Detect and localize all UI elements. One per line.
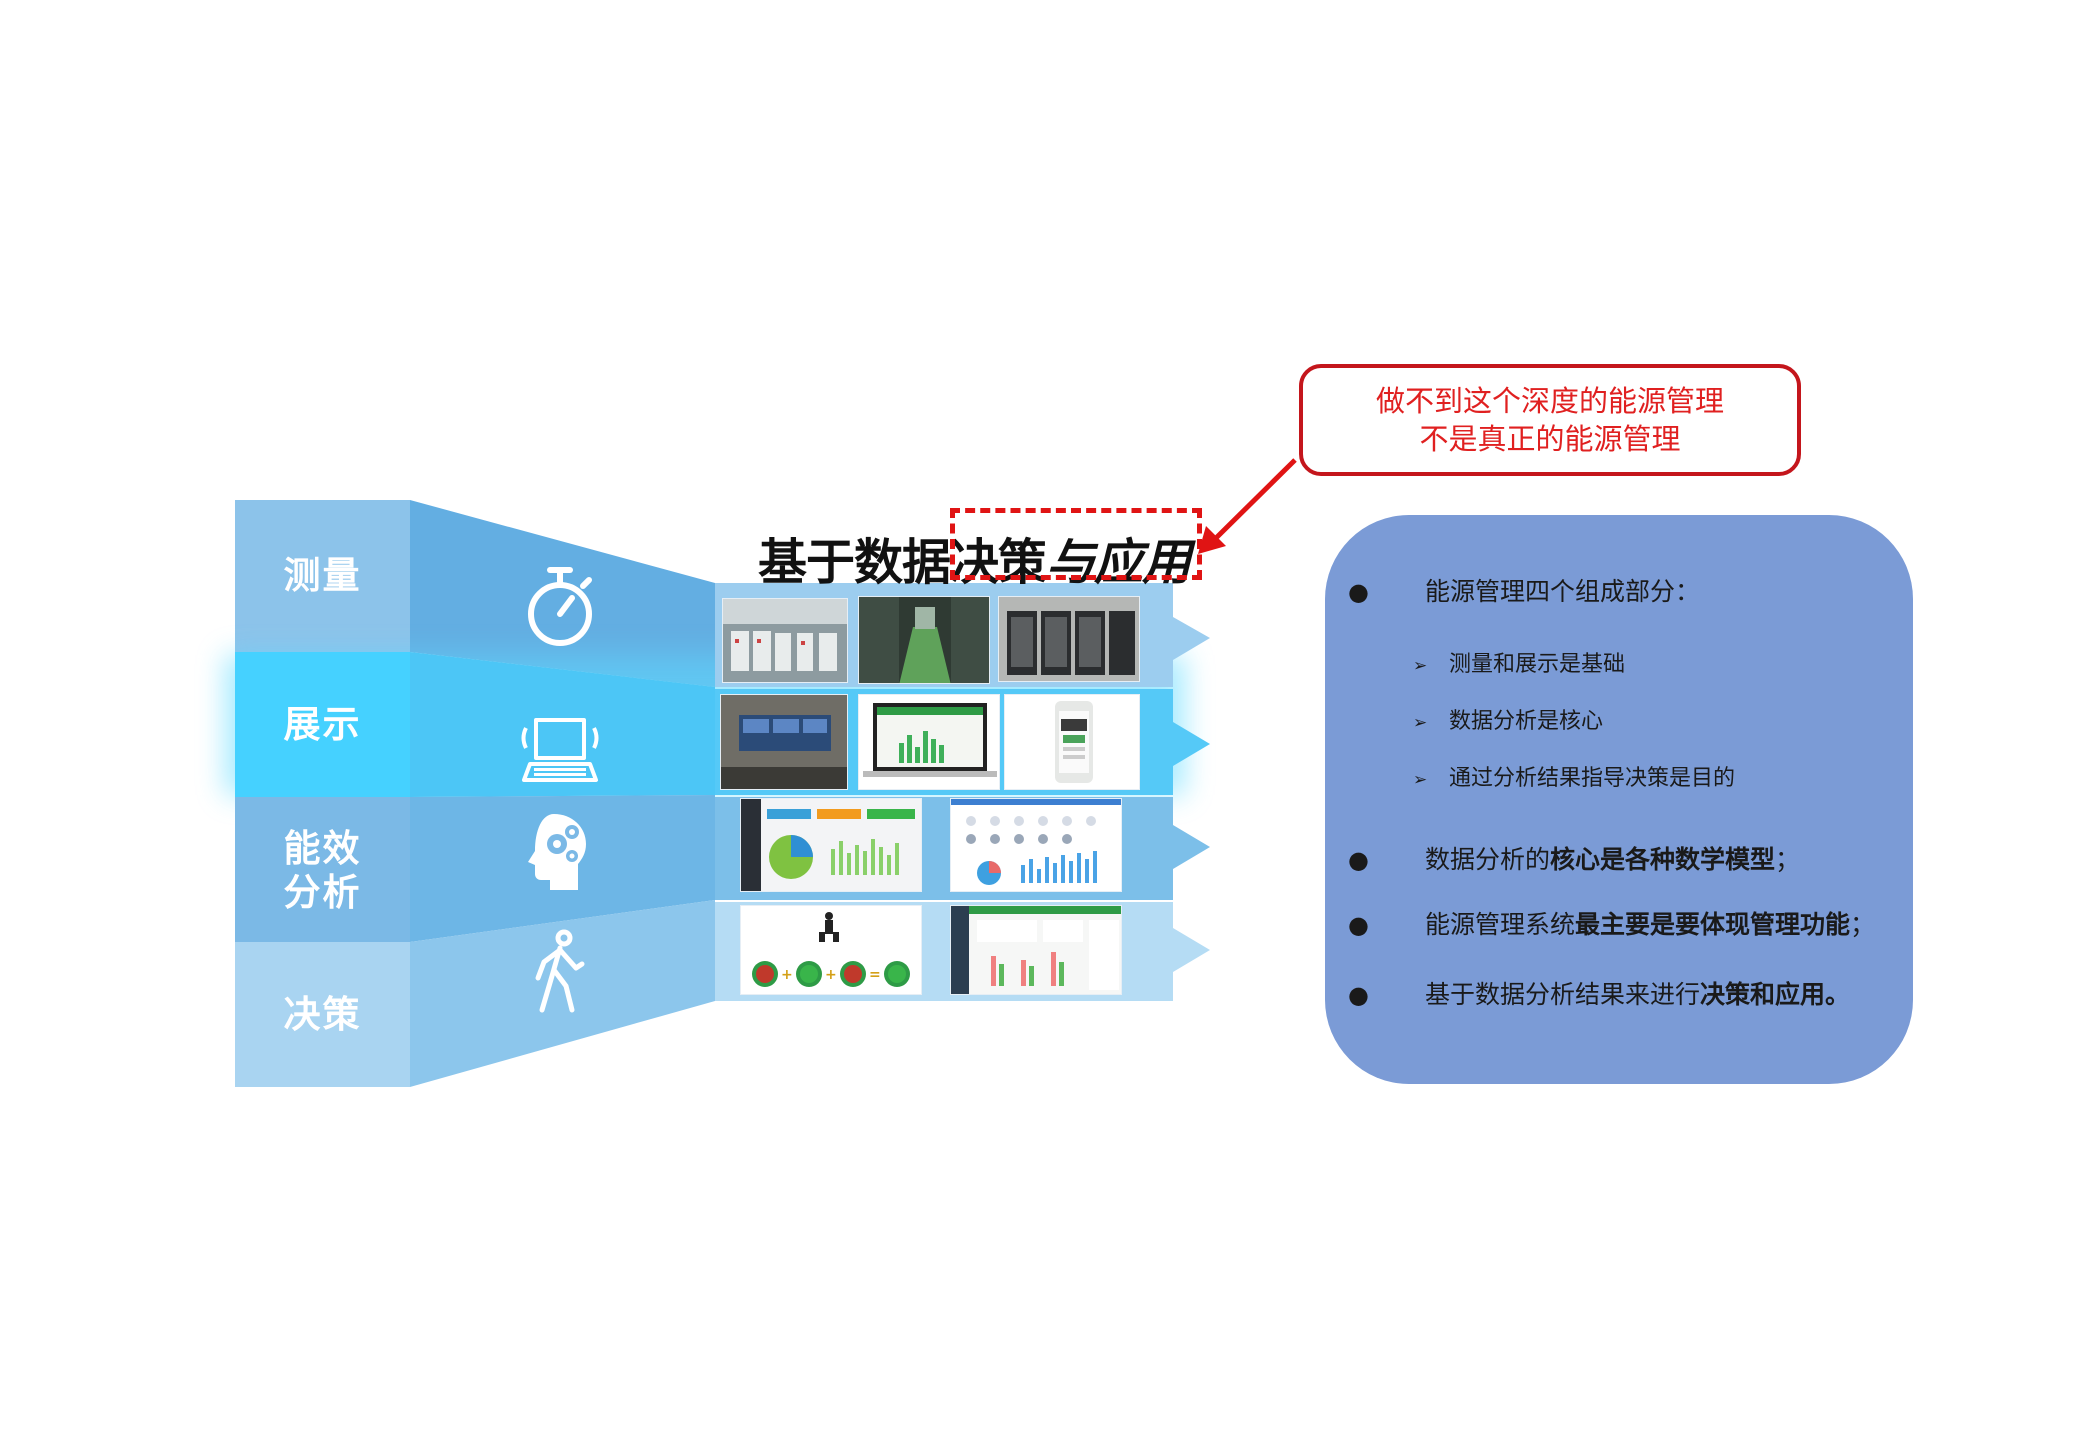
bullet-models-tail: ； — [1775, 845, 1801, 874]
main-title: 基于数据决策与应用 — [758, 523, 1191, 594]
sub-item-goal: ➢ 通过分析结果指导决策是目的 — [1413, 760, 1735, 792]
thumbnail-analysis-dashboard-2 — [950, 798, 1122, 892]
arrow-bullet-icon: ➢ — [1413, 656, 1428, 676]
stage-label-analysis: 能效分析 — [283, 826, 362, 914]
stopwatch-icon — [520, 562, 600, 652]
stage-band-decision — [235, 942, 410, 1087]
thumbnail-laptop-dashboard — [858, 694, 1000, 790]
stage-band-measure — [235, 500, 410, 652]
sub-item-core: ➢ 数据分析是核心 — [1413, 703, 1603, 735]
stage-funnel-measure — [410, 500, 715, 687]
bullet-decision-text: 基于数据分析结果来进行 — [1425, 980, 1701, 1009]
thumbnail-decision-flow: + + = — [740, 905, 922, 995]
bullet-dot: ● — [1348, 846, 1369, 874]
arrow-bullet-icon: ➢ — [1413, 713, 1428, 733]
thumbnail-analysis-dashboard-1 — [740, 798, 922, 892]
bullet-management-bold: 最主要是要体现管理功能 — [1575, 910, 1851, 939]
thumbnail-cabinet-room — [998, 596, 1140, 682]
bullet-dot: ● — [1348, 911, 1369, 939]
svg-text:+: + — [825, 967, 837, 983]
bullet-dot: ● — [1348, 981, 1369, 1009]
bullet-dot: ● — [1348, 578, 1369, 606]
highlight-dashed-box — [950, 508, 1202, 580]
bullet-models-text: 数据分析的 — [1425, 845, 1551, 874]
sub-item-basis-text: 测量和展示是基础 — [1449, 652, 1626, 677]
head-gears-icon — [520, 806, 600, 896]
sub-item-core-text: 数据分析是核心 — [1449, 709, 1604, 734]
walking-person-icon — [520, 928, 600, 1018]
bullet-management-text: 能源管理系统 — [1425, 910, 1576, 939]
stage-funnel-decision — [410, 900, 715, 1087]
stage-label-measure: 测量 — [283, 554, 362, 597]
callout-line-1: 做不到这个深度的能源管理 — [1375, 384, 1724, 418]
svg-text:=: = — [869, 967, 881, 983]
sub-item-basis: ➢ 测量和展示是基础 — [1413, 646, 1625, 678]
stage-band-display — [235, 652, 410, 797]
thumbnail-server-aisle — [858, 596, 990, 684]
bullet-models: ● 数据分析的核心是各种数学模型； — [1348, 840, 1800, 876]
svg-text:+: + — [781, 967, 793, 983]
bullet-decision: ● 基于数据分析结果来进行决策和应用。 — [1348, 975, 1850, 1011]
stage-band-analysis — [235, 797, 410, 942]
thumbnail-control-room — [720, 694, 848, 790]
bullet-models-bold: 核心是各种数学模型 — [1550, 845, 1776, 874]
summary-panel — [1325, 515, 1913, 1084]
main-title-text: 基于数据决策 — [758, 534, 1047, 591]
stage-funnel-display — [410, 652, 715, 797]
callout-box: 做不到这个深度的能源管理 不是真正的能源管理 — [1299, 364, 1801, 476]
laptop-icon — [520, 702, 600, 792]
thumbnail-decision-dashboard — [950, 905, 1122, 995]
thumbnail-switchgear-room — [722, 598, 848, 683]
bullet-management: ● 能源管理系统最主要是要体现管理功能； — [1348, 905, 1875, 941]
bullet-components-text: 能源管理四个组成部分： — [1425, 577, 1701, 606]
bullet-management-tail: ； — [1850, 910, 1876, 939]
callout-arrow — [1198, 458, 1297, 554]
main-title-highlight: 与应用 — [1046, 534, 1191, 591]
stage-label-decision: 决策 — [283, 992, 362, 1036]
stage-label-display: 展示 — [283, 702, 362, 746]
sub-item-goal-text: 通过分析结果指导决策是目的 — [1449, 766, 1736, 791]
bullet-decision-bold: 决策和应用。 — [1700, 980, 1851, 1009]
bullet-components: ● 能源管理四个组成部分： — [1348, 572, 1700, 608]
arrow-bullet-icon: ➢ — [1413, 770, 1428, 790]
thumbnail-mobile-app — [1004, 694, 1140, 790]
callout-line-2: 不是真正的能源管理 — [1419, 422, 1681, 456]
